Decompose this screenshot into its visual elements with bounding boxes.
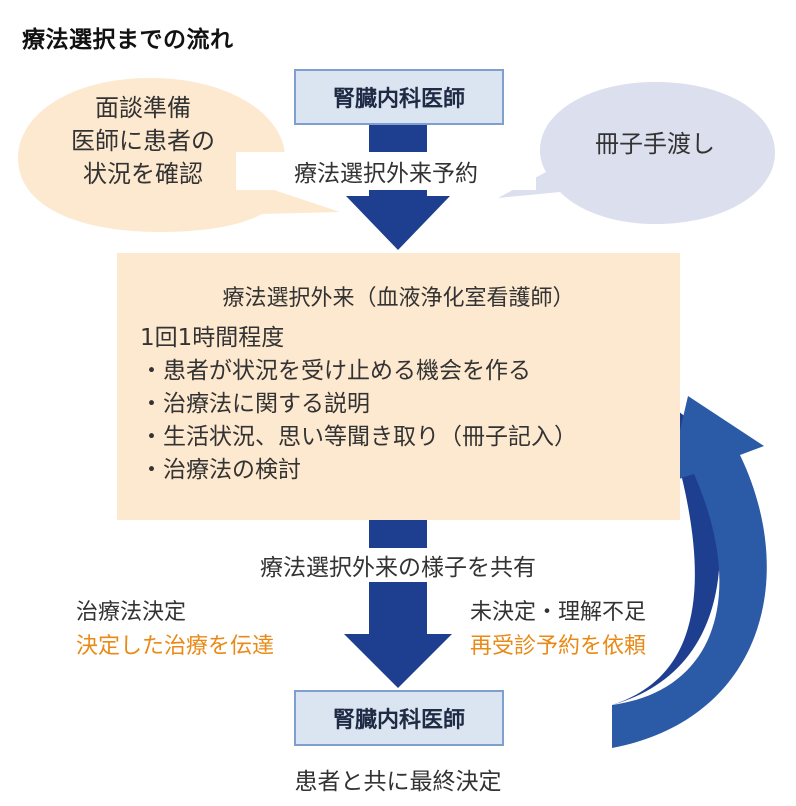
decided-action: 決定した治療を伝達 xyxy=(76,634,275,659)
doctor-box-top: 腎臓内科医師 xyxy=(294,69,504,125)
clinic-item: ・治療法に関する説明 xyxy=(140,391,370,417)
prep-line: 面談準備 xyxy=(95,94,191,122)
booking-label: 療法選択外来予約 xyxy=(236,152,536,190)
speech-bubble-left xyxy=(18,78,340,232)
prep-line: 医師に患者の xyxy=(71,127,215,155)
undecided-line: 未決定・理解不足 xyxy=(470,600,647,625)
page-title: 療法選択までの流れ xyxy=(22,27,234,53)
decided-line: 治療法決定 xyxy=(76,600,187,625)
undecided-action: 再受診予約を依頼 xyxy=(470,634,647,659)
undecided-branch: 未決定・理解不足 再受診予約を依頼 xyxy=(470,596,646,664)
clinic-item: ・患者が状況を受け止める機会を作る xyxy=(140,358,531,384)
loop-back-arrow-body xyxy=(612,396,767,748)
clinic-item: 1回1時間程度 xyxy=(140,325,285,351)
final-decision-label: 患者と共に最終決定 xyxy=(294,769,502,795)
doctor-box-bottom: 腎臓内科医師 xyxy=(294,690,504,746)
clinic-item: ・治療法の検討 xyxy=(140,457,301,483)
speech-bubble-right xyxy=(498,82,775,224)
clinic-item-list: 1回1時間程度 ・患者が状況を受け止める機会を作る ・治療法に関する説明 ・生活… xyxy=(140,322,577,487)
clinic-title: 療法選択外来（血液浄化室看護師） xyxy=(222,286,575,311)
clinic-item: ・生活状況、思い等聞き取り（冊子記入） xyxy=(140,424,577,450)
share-label: 療法選択外来の様子を共有 xyxy=(188,548,608,582)
top-arrow-head xyxy=(346,196,450,250)
decided-branch: 治療法決定 決定した治療を伝達 xyxy=(76,596,274,664)
prep-bubble-text: 面談準備 医師に患者の 状況を確認 xyxy=(38,92,248,191)
clinic-box xyxy=(117,253,680,520)
prep-line: 状況を確認 xyxy=(83,160,203,188)
booklet-bubble-text: 冊子手渡し xyxy=(595,130,715,158)
bottom-arrow-head xyxy=(344,634,452,688)
